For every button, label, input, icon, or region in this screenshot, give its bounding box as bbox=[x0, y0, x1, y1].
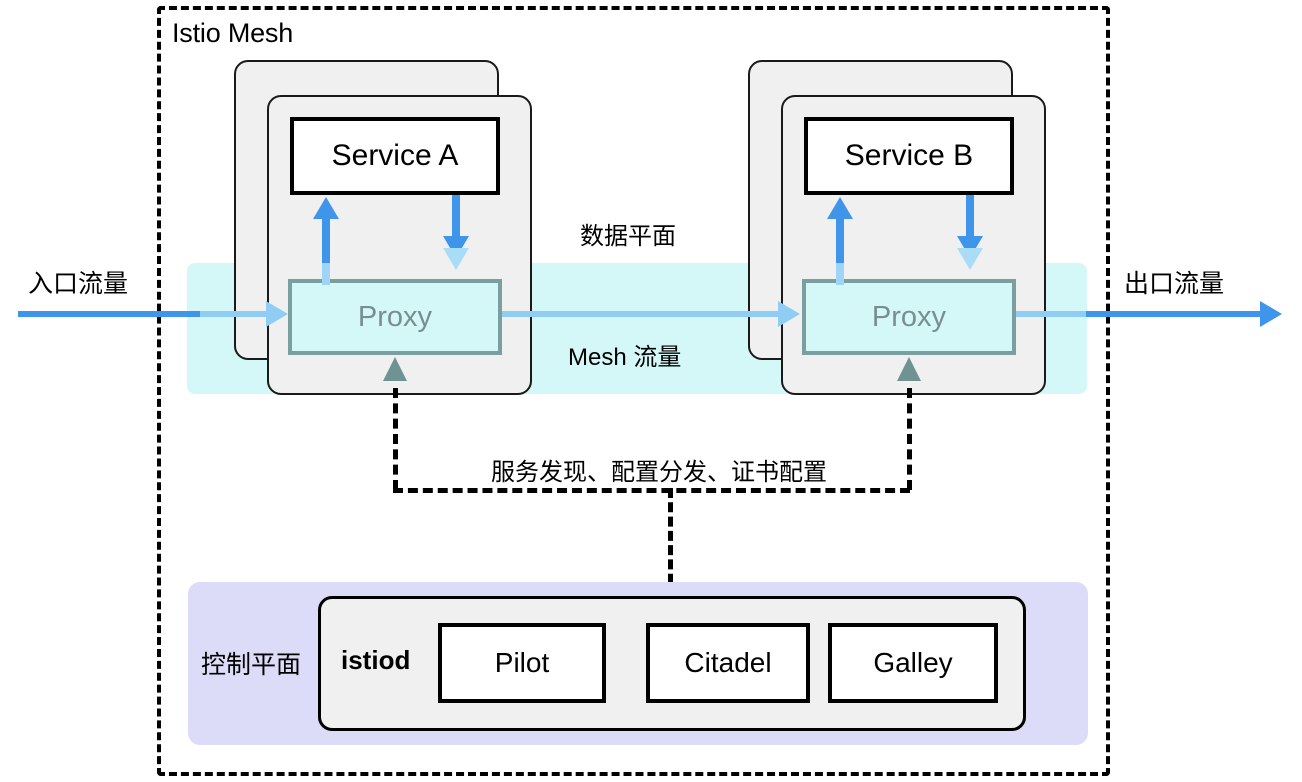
egress-arrowhead bbox=[1260, 301, 1282, 327]
service-b-to-proxy-b-arrowhead-faded bbox=[957, 248, 983, 270]
ingress-traffic-label: 入口流量 bbox=[28, 270, 129, 298]
egress-traffic-line bbox=[1086, 311, 1264, 317]
service-b-box: Service B bbox=[804, 117, 1014, 195]
mesh-traffic-line bbox=[502, 311, 782, 317]
egress-traffic-label: 出口流量 bbox=[1124, 270, 1225, 298]
mesh-traffic-arrowhead bbox=[778, 301, 800, 327]
ingress-arrowhead bbox=[266, 301, 288, 327]
proxy-b-to-service-b-arrowhead bbox=[827, 197, 853, 219]
proxy-a-to-service-a-shaft-faded bbox=[322, 255, 330, 285]
proxy-b-to-service-b-shaft-faded bbox=[836, 255, 844, 285]
config-to-proxy-b-arrowhead bbox=[897, 357, 921, 381]
component-pilot: Pilot bbox=[438, 623, 606, 703]
ingress-traffic-line-inner bbox=[200, 311, 270, 317]
service-a-box: Service A bbox=[290, 117, 500, 195]
service-b-to-proxy-b-shaft bbox=[966, 195, 974, 253]
proxy-b-to-service-b-shaft bbox=[836, 218, 844, 263]
istiod-label: istiod bbox=[341, 645, 411, 675]
component-galley: Galley bbox=[828, 623, 998, 703]
ingress-traffic-line bbox=[18, 311, 208, 317]
config-flow-label: 服务发现、配置分发、证书配置 bbox=[485, 452, 833, 487]
mesh-title: Istio Mesh bbox=[172, 18, 294, 48]
proxy-a-to-service-a-arrowhead bbox=[313, 197, 339, 219]
proxy-a-box: Proxy bbox=[288, 279, 502, 355]
component-citadel: Citadel bbox=[646, 623, 810, 703]
service-a-to-proxy-a-shaft bbox=[452, 195, 460, 253]
control-plane-label: 控制平面 bbox=[201, 651, 302, 679]
proxy-a-to-service-a-shaft bbox=[322, 218, 330, 263]
config-dash-horizontal-bus bbox=[393, 488, 910, 493]
config-dash-left-vertical bbox=[393, 388, 398, 490]
config-to-proxy-a-arrowhead bbox=[383, 357, 407, 381]
mesh-traffic-label: Mesh 流量 bbox=[568, 344, 682, 371]
config-dash-to-istiod bbox=[668, 488, 673, 598]
proxy-b-box: Proxy bbox=[802, 279, 1016, 355]
service-a-to-proxy-a-arrowhead-faded bbox=[443, 248, 469, 270]
egress-traffic-line-inner bbox=[1016, 311, 1092, 317]
data-plane-label: 数据平面 bbox=[580, 223, 676, 250]
istio-mesh-boundary bbox=[157, 6, 1110, 776]
config-dash-right-vertical bbox=[907, 388, 912, 490]
